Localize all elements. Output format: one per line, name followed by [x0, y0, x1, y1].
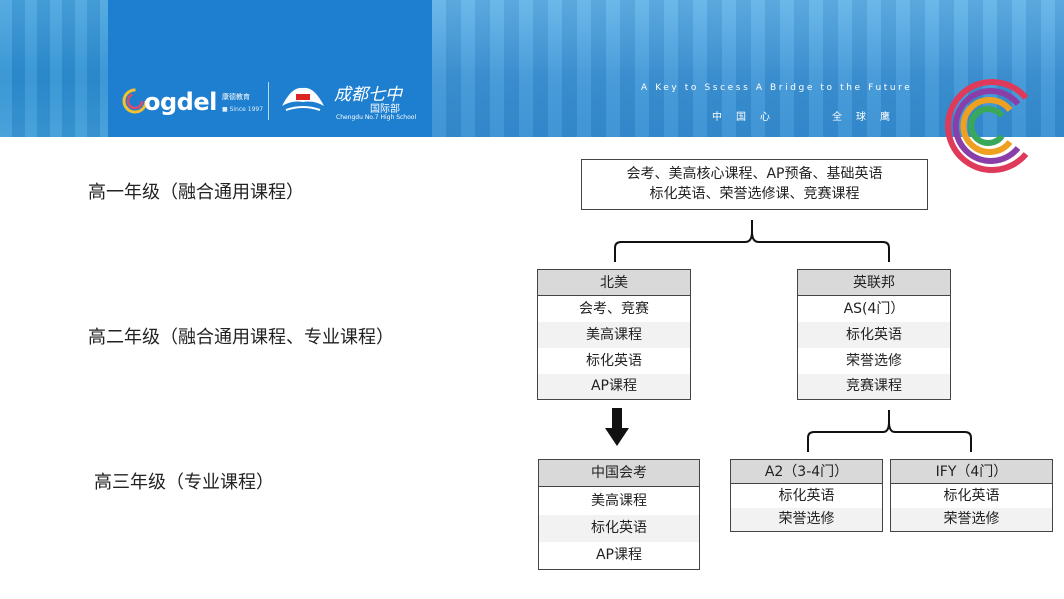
commonwealth-row: 竞赛课程	[798, 374, 950, 399]
commonwealth-head: 英联邦	[798, 270, 950, 296]
a2-row: 标化英语	[778, 488, 835, 504]
north-america-row: 美高课程	[538, 322, 690, 348]
cogdel-logo-icon	[122, 88, 148, 114]
grade-1-course-box: 会考、美高核心课程、AP预备、基础英语 标化英语、荣誉选修课、竞赛课程	[581, 159, 928, 210]
grade-1-courses-line-2: 标化英语、荣誉选修课、竞赛课程	[649, 186, 860, 202]
china-exam-row: 标化英语	[539, 515, 699, 542]
slogan-chinese-1: 中国心	[712, 112, 784, 123]
cogdel-since: ■ Since 1997	[222, 106, 264, 113]
logo-divider	[268, 82, 269, 120]
cogdel-brand: ogdel	[144, 88, 217, 116]
a2-box: A2（3-4门） 标化英语 荣誉选修	[730, 459, 883, 532]
logo-panel: ogdel 康德教育 ■ Since 1997 成都七中 国际部 Chengdu…	[108, 0, 432, 137]
ify-row: 标化英语	[943, 488, 1000, 504]
school-emblem-icon	[282, 87, 324, 111]
cogdel-subtitle: 康德教育	[222, 93, 250, 101]
a2-row: 荣誉选修	[731, 508, 882, 531]
north-america-row: 会考、竞赛	[579, 301, 649, 317]
commonwealth-row: AS(4门）	[843, 301, 905, 317]
banner-photo-left	[0, 0, 108, 137]
ify-head: IFY（4门）	[891, 460, 1052, 484]
brace-top	[614, 220, 890, 262]
ify-row: 荣誉选修	[891, 508, 1052, 531]
brace-commonwealth	[807, 410, 972, 452]
grade-3-label: 高三年级（专业课程）	[94, 472, 274, 493]
slogan-english: A Key to Sscess A Bridge to the Future	[641, 83, 913, 93]
china-exam-head: 中国会考	[539, 460, 699, 487]
north-america-row: AP课程	[538, 374, 690, 399]
commonwealth-box: 英联邦 AS(4门） 标化英语 荣誉选修 竞赛课程	[797, 269, 951, 400]
slogan-chinese-2: 全球鹰	[832, 112, 904, 123]
school-dept: 国际部	[370, 104, 400, 115]
school-english-name: Chengdu No.7 High School	[336, 114, 417, 121]
commonwealth-row: 标化英语	[798, 322, 950, 348]
north-america-row: 标化英语	[586, 353, 642, 369]
china-exam-row: AP课程	[595, 547, 643, 563]
china-exam-box: 中国会考 美高课程 标化英语 AP课程	[538, 459, 700, 570]
grade-1-courses-line-1: 会考、美高核心课程、AP预备、基础英语	[626, 166, 883, 182]
grade-1-label: 高一年级（融合通用课程）	[88, 182, 304, 203]
north-america-box: 北美 会考、竞赛 美高课程 标化英语 AP课程	[537, 269, 691, 400]
north-america-head: 北美	[538, 270, 690, 296]
china-exam-row: 美高课程	[591, 493, 647, 509]
corner-logo-icon	[945, 79, 1029, 173]
ify-box: IFY（4门） 标化英语 荣誉选修	[890, 459, 1053, 532]
grade-2-label: 高二年级（融合通用课程、专业课程）	[88, 327, 394, 348]
school-name: 成都七中	[334, 85, 402, 105]
commonwealth-row: 荣誉选修	[846, 353, 902, 369]
down-arrow-icon	[605, 408, 629, 446]
header-banner: ogdel 康德教育 ■ Since 1997 成都七中 国际部 Chengdu…	[0, 0, 1064, 137]
a2-head: A2（3-4门）	[731, 460, 882, 484]
